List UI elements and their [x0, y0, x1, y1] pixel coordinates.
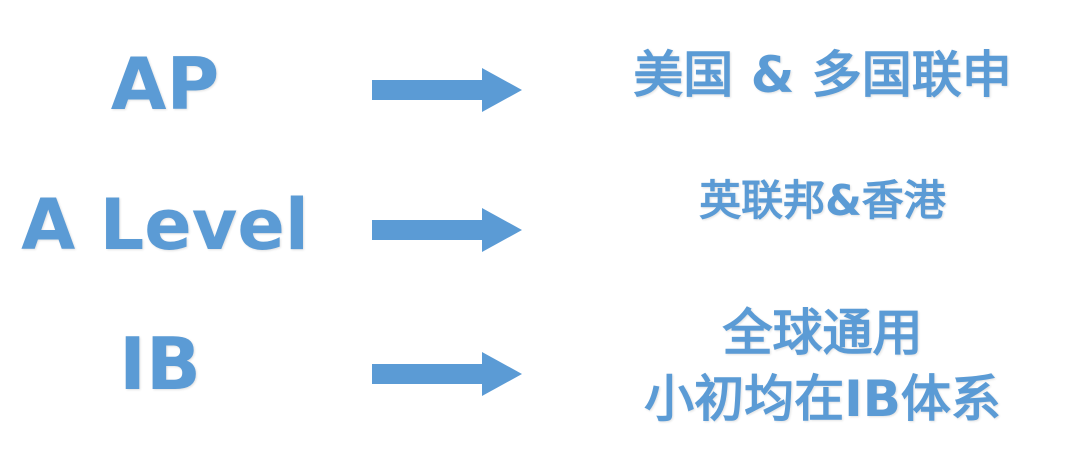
region-label-ib: 全球通用 小初均在IB体系 [600, 308, 1045, 424]
region-label-ap: 美国 & 多国联申 [633, 46, 1012, 104]
exam-label-ap: AP [110, 42, 220, 126]
exam-label-a-level: A Level [21, 184, 309, 266]
region-label-ib-line1: 全球通用 [722, 304, 923, 362]
arrow-right-icon [372, 352, 522, 396]
region-label-a-level: 英联邦&香港 [699, 176, 946, 225]
arrow-right-icon [372, 68, 522, 112]
arrow-right-icon [372, 208, 522, 252]
exam-label-ib: IB [119, 322, 201, 406]
region-label-ib-line2: 小初均在IB体系 [644, 370, 1001, 428]
